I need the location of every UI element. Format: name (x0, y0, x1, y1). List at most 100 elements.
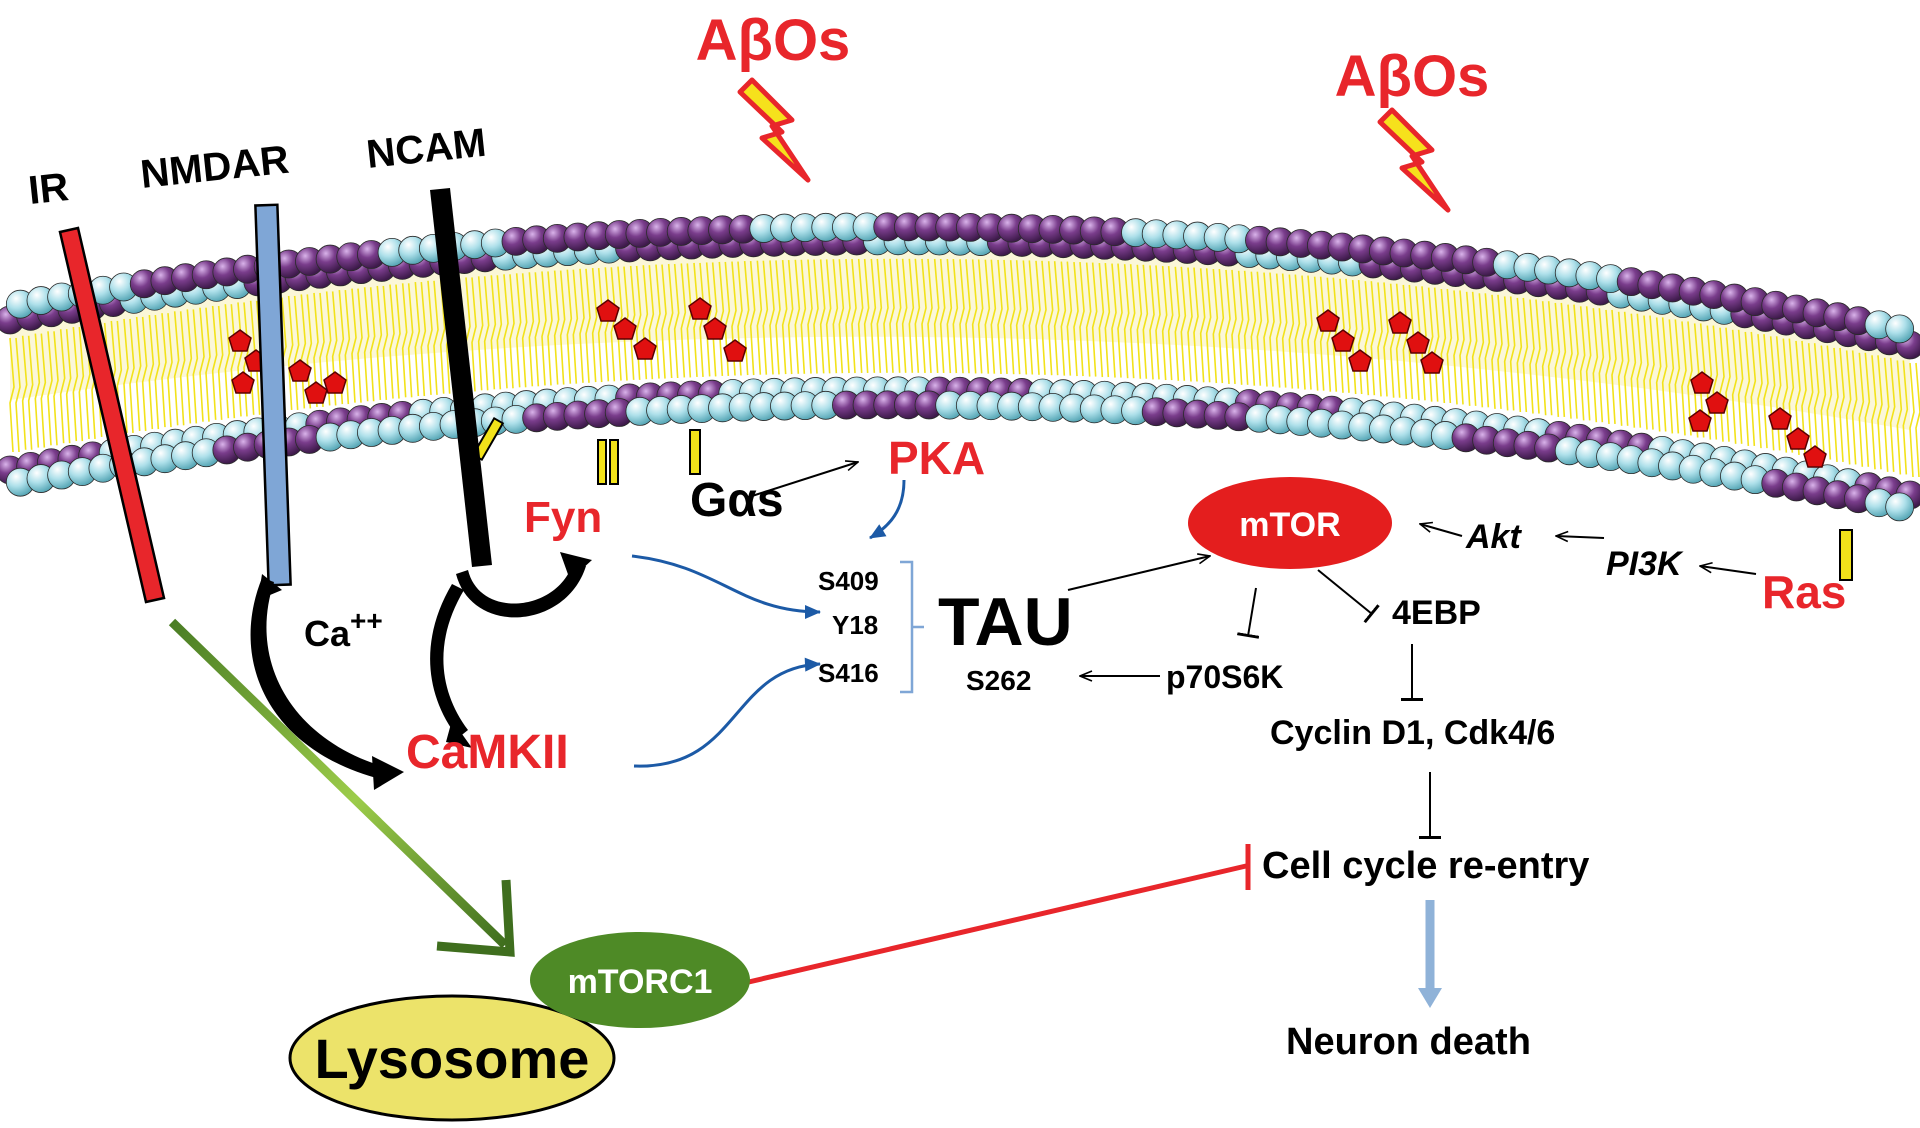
lipid-head (1885, 492, 1915, 522)
lipid-tail (1725, 327, 1731, 442)
lipid-tail (1275, 273, 1282, 388)
lipid-tail (1104, 262, 1111, 378)
lipid-tail (705, 262, 712, 377)
lipid-tail (59, 329, 66, 444)
lipid-tail (1085, 262, 1092, 377)
lipid-tail (1199, 268, 1206, 383)
lipid-tail (173, 311, 180, 426)
lipid-tail (597, 267, 604, 383)
mtorc1-inhibits-cell-cycle (739, 844, 1251, 987)
lipid-tail (148, 314, 155, 430)
lipid-tail (718, 261, 725, 376)
lipid-tail (363, 287, 370, 402)
lipid-tail (534, 272, 541, 387)
lipid-tail (984, 259, 991, 374)
lipid-tail (553, 270, 560, 385)
gas-to-pka-arrow (751, 462, 858, 497)
lipid-tail (1896, 360, 1903, 475)
lipid-tail (1313, 276, 1320, 391)
labels: AβOs AβOs IR NMDAR NCAM Fyn Gαs PKA Ca++… (26, 8, 1846, 1063)
lipid-tail (547, 271, 553, 386)
lipid-tail (1294, 274, 1301, 389)
lipid-tail (794, 259, 801, 374)
ca-curved-arrows (250, 552, 592, 790)
lipid-tail (477, 276, 484, 391)
lipid-tail (1503, 296, 1510, 411)
membrane-anchors (471, 416, 1853, 581)
lipid-tail (591, 267, 598, 383)
lipid-tail (1592, 308, 1599, 423)
lipid-tail (344, 289, 351, 405)
lipid-tail (1117, 263, 1123, 378)
lipid-tail (401, 283, 408, 398)
ncam-label: NCAM (364, 121, 488, 177)
lipid-tail (825, 259, 832, 374)
lipid-tail (1547, 301, 1554, 416)
fyn-anchor-2 (609, 439, 619, 485)
lipid-tail (1174, 266, 1181, 381)
lipid-tail (1243, 270, 1250, 385)
lipid-tail (813, 259, 819, 374)
lipid-tail (1649, 315, 1655, 430)
lipid-tail (1851, 350, 1858, 465)
lipid-tail (1541, 301, 1548, 416)
cyclin-label: Cyclin D1, Cdk4/6 (1270, 714, 1555, 752)
lipid-tail (1370, 281, 1377, 396)
lipid-tail (141, 316, 148, 432)
lipid-tail (1377, 282, 1383, 397)
lipid-tail (1022, 260, 1029, 375)
fyn-label: Fyn (524, 493, 602, 542)
lipid-tail (1845, 350, 1852, 465)
lipid-tail (224, 304, 231, 419)
lipid-tail (1015, 260, 1022, 375)
lipid-tail (1674, 319, 1681, 434)
lipid-tail (1098, 262, 1105, 378)
lipid-tail (1661, 317, 1668, 432)
lipid-tail (541, 271, 547, 386)
4ebp-label: 4EBP (1392, 594, 1481, 632)
lipid-tail (186, 309, 193, 424)
lipid-tail (167, 313, 173, 428)
lipid-tail (819, 259, 826, 374)
lipid-tail (528, 272, 535, 387)
lipid-tail (1719, 327, 1725, 442)
gas-label: Gαs (690, 474, 784, 527)
lysosome-node: Lysosome (288, 994, 616, 1122)
raft-cluster-4 (1688, 371, 1827, 468)
lipid-tail (1484, 293, 1491, 408)
lipid-tail (1035, 260, 1041, 375)
lipid-tail (1231, 269, 1237, 384)
lipid-tail (1250, 271, 1257, 386)
lipid-tail (1263, 272, 1269, 387)
lipid-tail (673, 263, 680, 379)
lipid-tail (1079, 261, 1085, 377)
lipid-tail (15, 337, 21, 453)
lipid-tail (572, 269, 579, 384)
lipid-tail (1053, 261, 1060, 376)
lipid-tail (1041, 260, 1047, 375)
lipid-tail (1807, 343, 1814, 458)
lipid-tail (300, 294, 307, 409)
lipid-tail (433, 280, 439, 395)
lipid-tail (1060, 261, 1067, 376)
raft-cluster-2 (596, 297, 747, 362)
lipid-tail (927, 258, 933, 373)
lipid-tail (154, 314, 161, 430)
lipid-tail (946, 259, 953, 374)
lipid-tail (1478, 293, 1485, 408)
lipid-tail (1111, 263, 1117, 378)
lipid-tail (1155, 265, 1161, 380)
cell-cycle-label: Cell cycle re-entry (1262, 845, 1589, 887)
lipid-tail (78, 327, 85, 442)
lipid-tail (1611, 309, 1617, 424)
svg-text:mTOR: mTOR (1239, 506, 1340, 544)
tau-site-bracket (900, 560, 924, 694)
lipid-tail (1453, 290, 1459, 405)
lipid-tail (832, 259, 839, 374)
lipid-tail (1389, 283, 1396, 398)
lipid-tail (1909, 362, 1915, 478)
lipid-head (1885, 314, 1915, 344)
lipid-tail (47, 331, 53, 446)
lipid-tail (1161, 266, 1168, 381)
